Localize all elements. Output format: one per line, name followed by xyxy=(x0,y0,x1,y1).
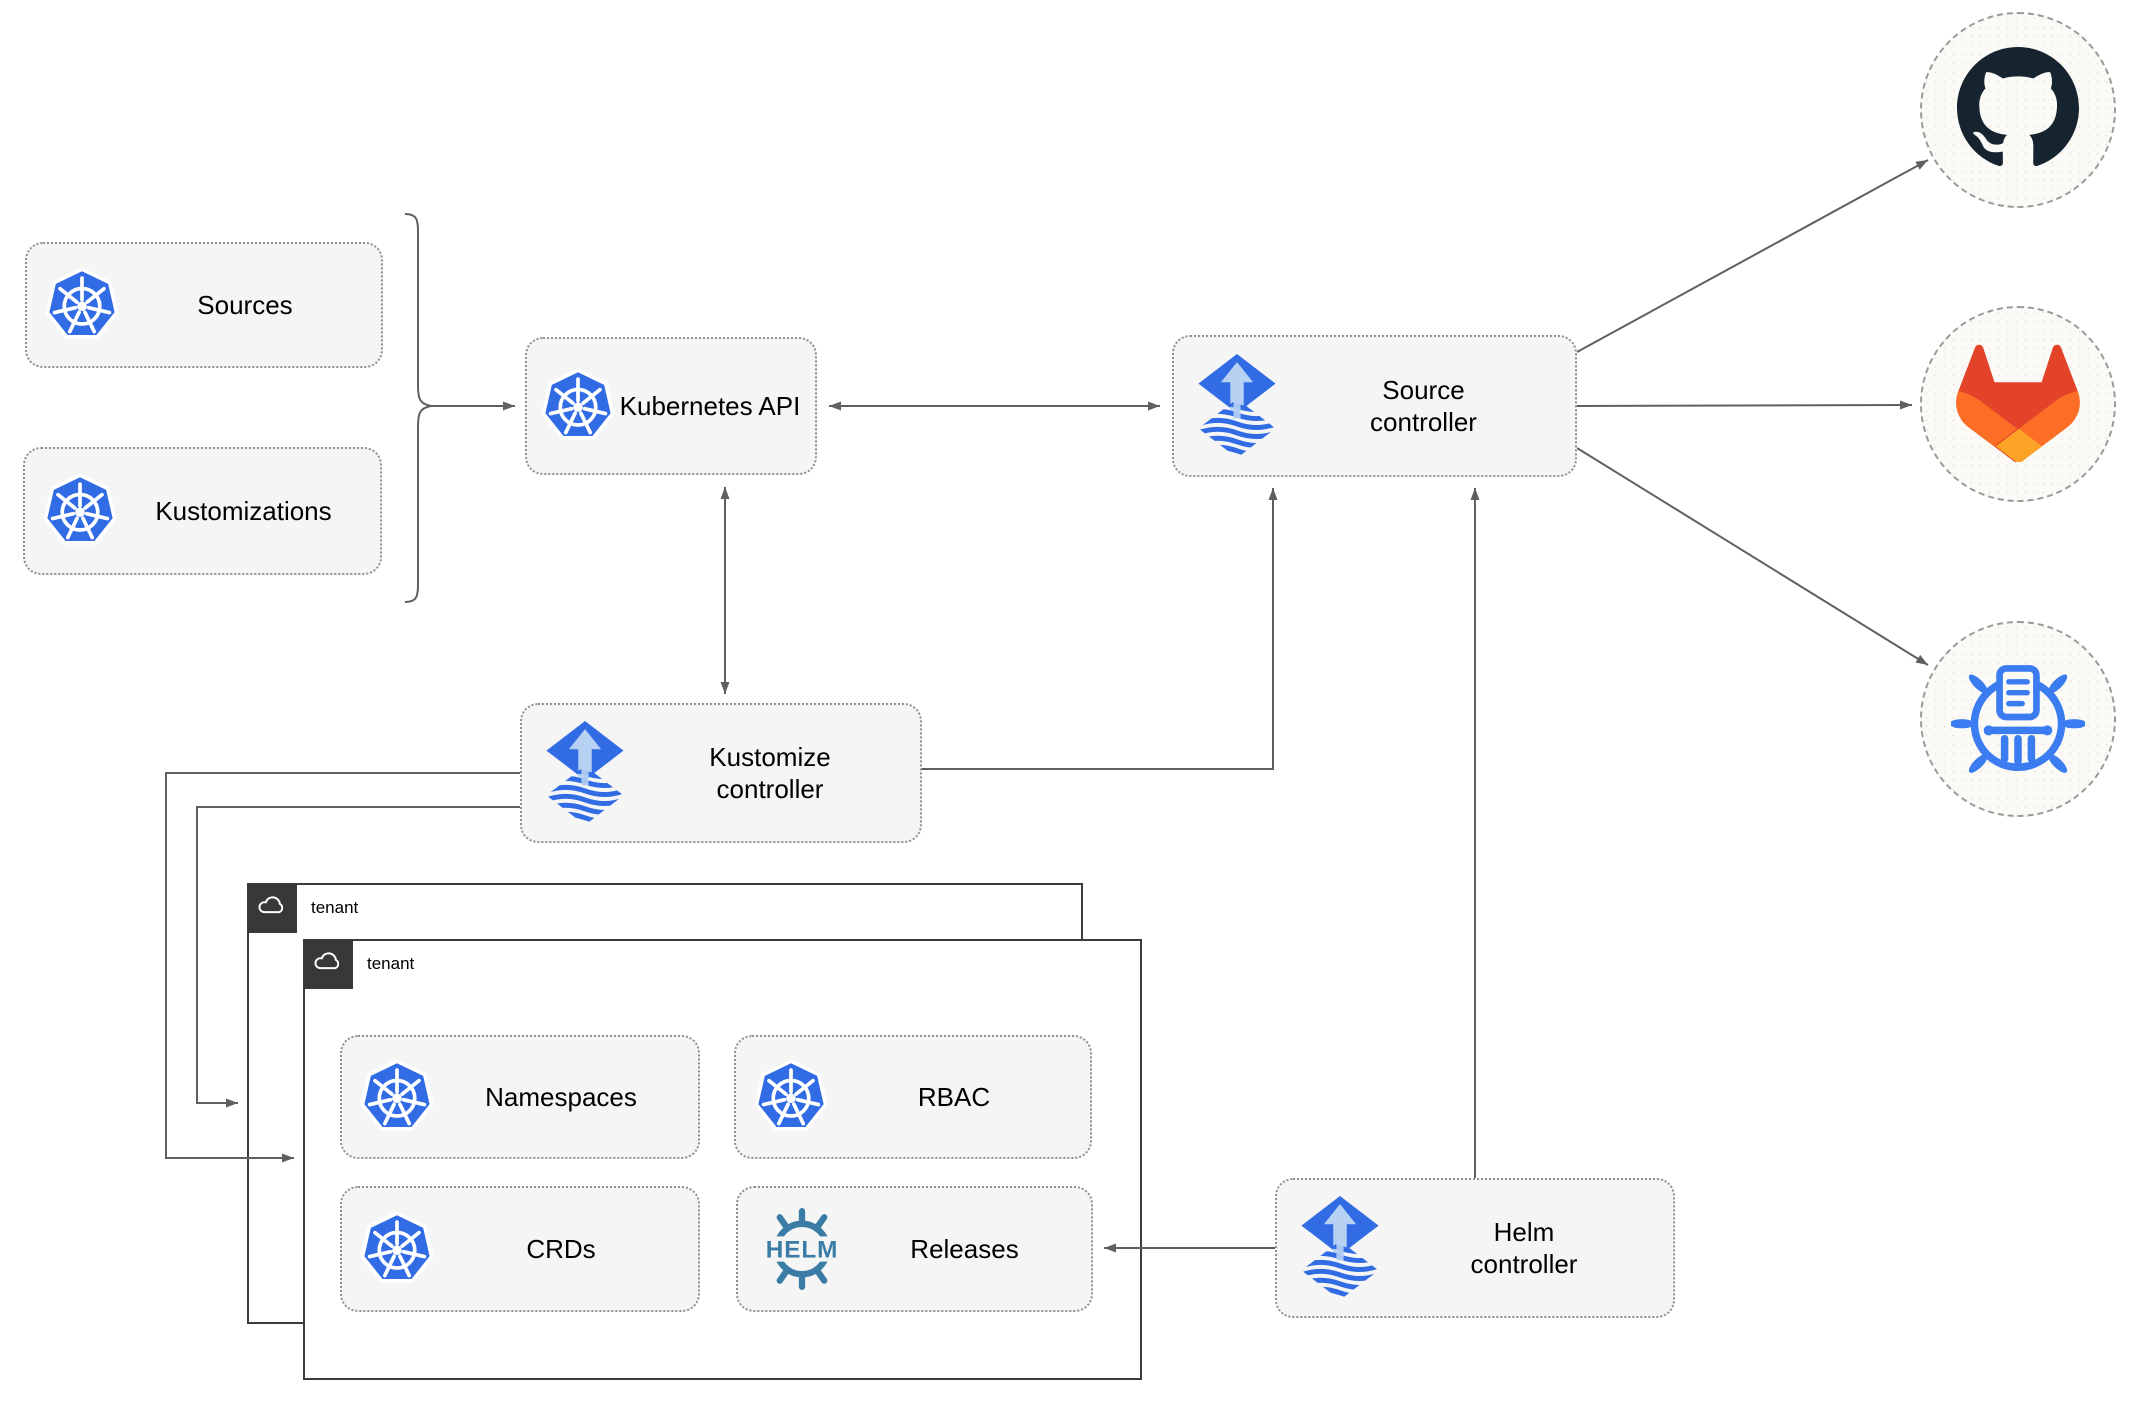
node-label: CRDs xyxy=(526,1233,596,1264)
edge-source-controller-github xyxy=(1576,159,1929,353)
tenant-tab xyxy=(247,883,297,933)
gitlab-icon xyxy=(1956,342,2080,467)
node-crds: CRDs xyxy=(340,1186,700,1312)
node-helm-controller: Helm controller xyxy=(1275,1178,1675,1318)
flux-icon xyxy=(1295,1196,1385,1300)
external-helm-repository xyxy=(1920,621,2116,817)
kubernetes-icon xyxy=(45,266,119,344)
external-github xyxy=(1920,12,2116,208)
flux-icon xyxy=(540,721,630,825)
node-kubernetes-api: Kubernetes API xyxy=(525,337,817,475)
kubernetes-icon xyxy=(360,1210,434,1288)
node-label: Kustomizations xyxy=(155,495,332,526)
edge-source-controller-helm-repository xyxy=(1576,447,1929,666)
node-kustomize-controller: Kustomize controller xyxy=(520,703,922,843)
node-label: Helm controller xyxy=(1470,1216,1578,1280)
edge-bracket xyxy=(404,213,432,603)
node-label: RBAC xyxy=(917,1081,991,1112)
node-label: Source controller xyxy=(1370,374,1477,438)
node-source-controller: Source controller xyxy=(1172,335,1577,477)
kubernetes-icon xyxy=(43,472,117,550)
helm-logo-text: HELM xyxy=(766,1236,838,1263)
helm-logo-icon: HELM xyxy=(756,1204,848,1294)
tenant-box-front: tenant xyxy=(303,939,1142,1380)
cloud-icon xyxy=(312,950,344,978)
node-kustomizations: Kustomizations xyxy=(23,447,382,575)
node-releases: HELM Releases xyxy=(736,1186,1093,1312)
github-icon xyxy=(1957,46,2079,174)
node-label: Releases xyxy=(910,1233,1019,1264)
edge-kustomize-controller-source-controller xyxy=(922,488,1278,770)
node-sources: Sources xyxy=(25,242,383,368)
chartmuseum-icon xyxy=(1949,650,2087,789)
tenant-tab xyxy=(303,939,353,989)
cloud-icon xyxy=(256,894,288,922)
tenant-label: tenant xyxy=(311,898,359,917)
node-rbac: RBAC xyxy=(734,1035,1092,1159)
flux-icon xyxy=(1192,354,1282,458)
node-label: Kustomize controller xyxy=(709,741,831,805)
kubernetes-icon xyxy=(541,367,615,445)
node-label: Namespaces xyxy=(485,1081,637,1112)
kubernetes-icon xyxy=(360,1058,434,1136)
kubernetes-icon xyxy=(754,1058,828,1136)
node-namespaces: Namespaces xyxy=(340,1035,700,1159)
external-gitlab xyxy=(1920,306,2116,502)
node-label: Sources xyxy=(197,289,293,320)
edge-source-controller-gitlab xyxy=(1576,400,1913,410)
tenant-label: tenant xyxy=(367,954,415,973)
node-label: Kubernetes API xyxy=(619,390,801,421)
